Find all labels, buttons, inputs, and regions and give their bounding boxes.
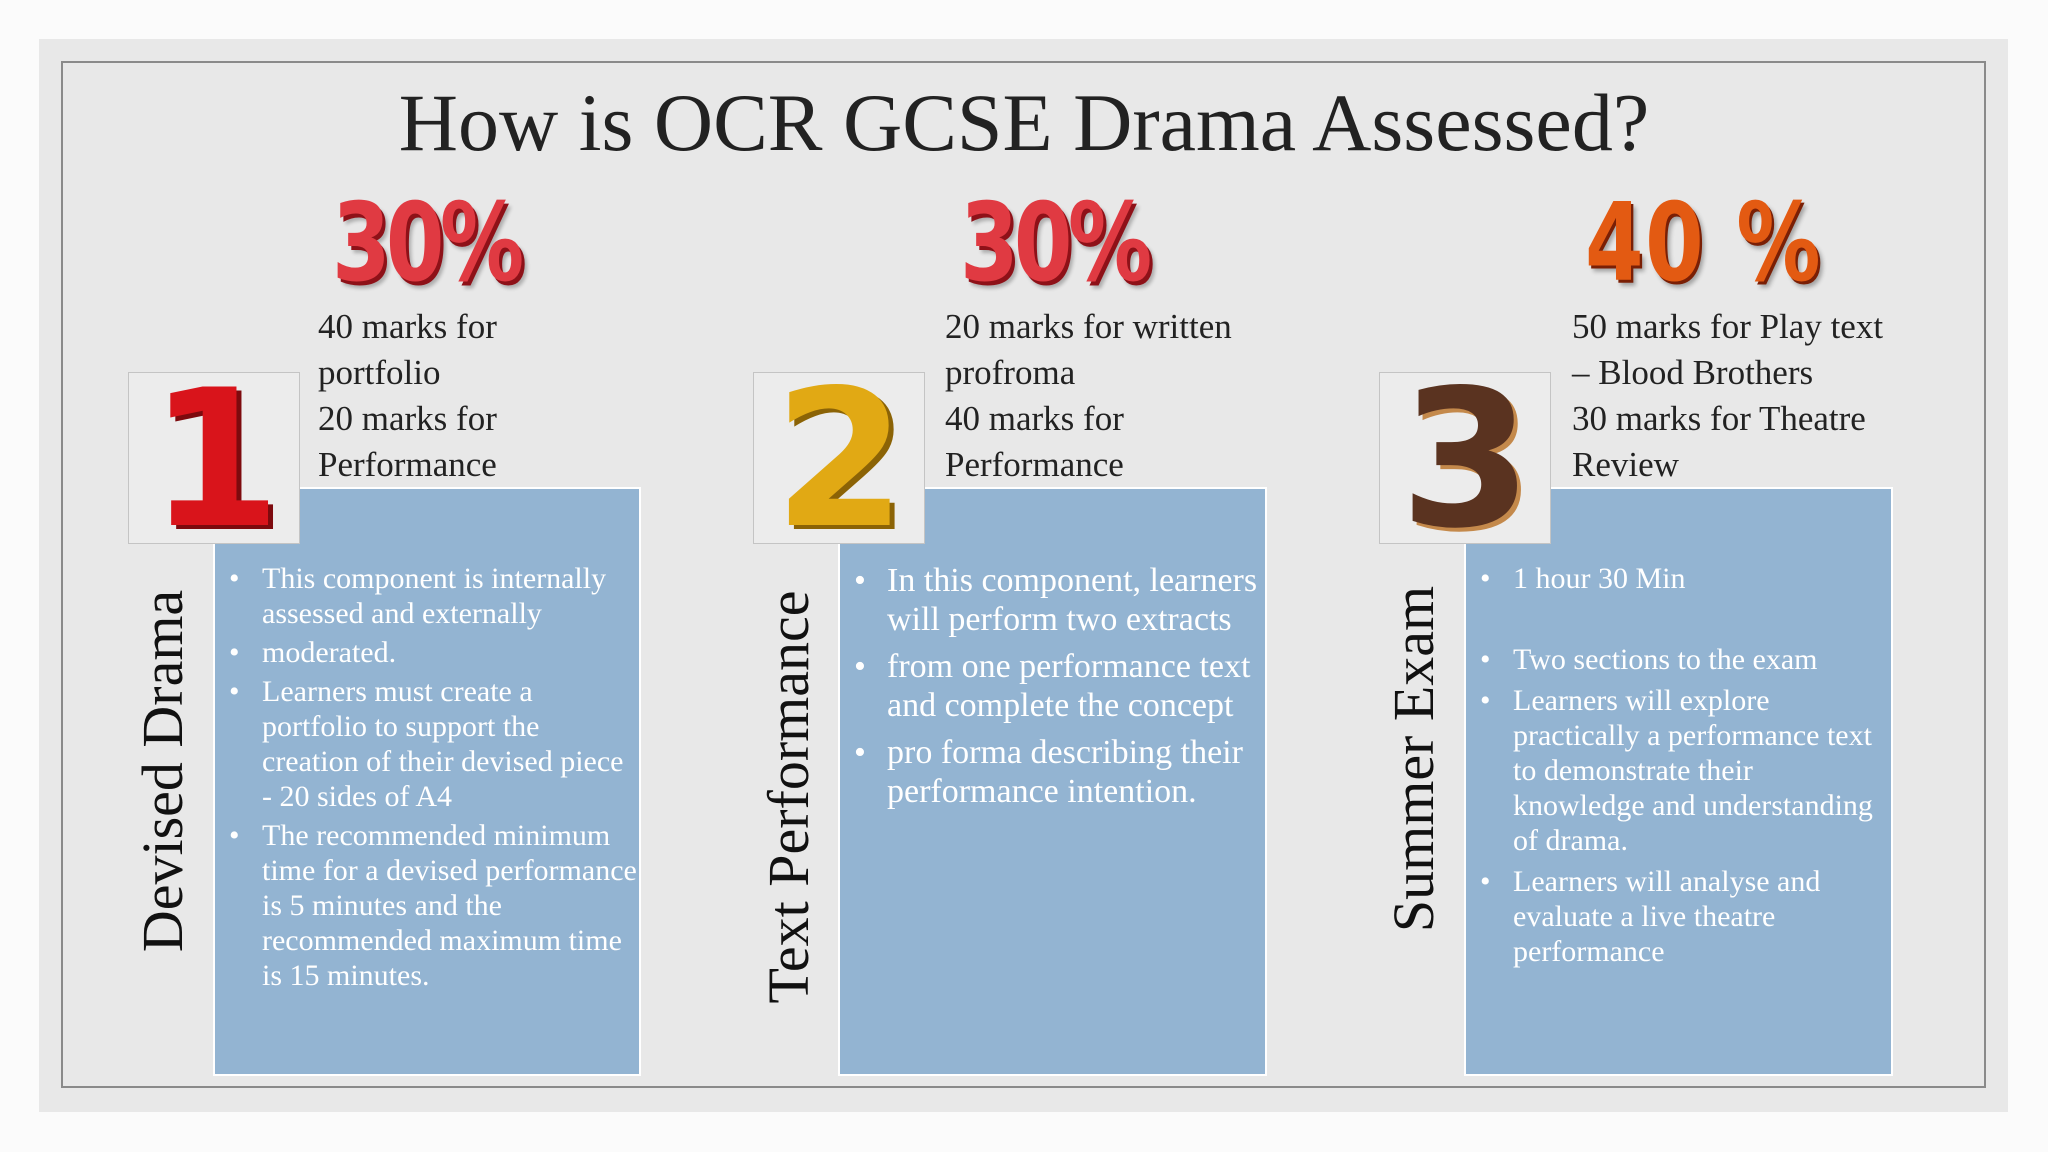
panel-text-performance: In this component, learners will perform… (838, 487, 1267, 1076)
list-item: 1 hour 30 Min (1466, 561, 1891, 596)
marks-summer-exam: 50 marks for Play text – Blood Brothers … (1572, 304, 1883, 488)
list-item: moderated. (215, 635, 639, 670)
number-badge-2: 2 (753, 355, 925, 565)
number-badge-3: 3 (1379, 355, 1551, 565)
list-item: Two sections to the exam (1466, 642, 1891, 677)
slide-title: How is OCR GCSE Drama Assessed? (398, 77, 1650, 168)
bullet-list: This component is internally assessed an… (215, 489, 639, 993)
percentage-summer-exam: 40 % (1585, 181, 1823, 306)
marks-line: 40 marks for (945, 399, 1124, 438)
number-three-icon: 3 (1399, 349, 1533, 570)
percentage-devised-drama: 30% (332, 181, 524, 306)
number-two-icon: 2 (773, 349, 907, 570)
marks-line: Performance (945, 445, 1124, 484)
bullet-list: In this component, learners will perform… (840, 489, 1265, 811)
number-one-icon: 1 (148, 349, 282, 570)
list-item: This component is internally assessed an… (215, 561, 639, 631)
marks-line: – Blood Brothers (1572, 353, 1814, 392)
list-item: In this component, learners will perform… (840, 561, 1265, 639)
marks-line: Performance (318, 445, 497, 484)
list-item: Learners will explore practically a perf… (1466, 683, 1891, 858)
marks-line: 40 marks for (318, 307, 497, 346)
marks-text-performance: 20 marks for written profroma 40 marks f… (945, 304, 1232, 488)
percentage-text-performance: 30% (960, 181, 1152, 306)
label-text-performance: Text Performance (756, 590, 821, 1004)
marks-line: 20 marks for written (945, 307, 1232, 346)
marks-line: Review (1572, 445, 1679, 484)
bullet-list: 1 hour 30 Min Two sections to the exam L… (1466, 489, 1891, 969)
label-summer-exam: Summer Exam (1381, 585, 1446, 933)
number-badge-1: 1 (128, 355, 300, 565)
marks-line: 20 marks for (318, 399, 497, 438)
list-item: Learners will analyse and evaluate a liv… (1466, 864, 1891, 969)
list-item: Learners must create a portfolio to supp… (215, 674, 639, 814)
list-item: pro forma describing their performance i… (840, 733, 1265, 811)
marks-devised-drama: 40 marks for portfolio 20 marks for Perf… (318, 304, 497, 488)
marks-line: 30 marks for Theatre (1572, 399, 1866, 438)
panel-summer-exam: 1 hour 30 Min Two sections to the exam L… (1464, 487, 1893, 1076)
marks-line: 50 marks for Play text (1572, 307, 1884, 346)
panel-devised-drama: This component is internally assessed an… (213, 487, 641, 1076)
list-item: from one performance text and complete t… (840, 647, 1265, 725)
slide-frame (61, 61, 1986, 1088)
marks-line: profroma (945, 353, 1076, 392)
list-item: The recommended minimum time for a devis… (215, 818, 639, 993)
label-devised-drama: Devised Drama (130, 589, 195, 953)
marks-line: portfolio (318, 353, 441, 392)
